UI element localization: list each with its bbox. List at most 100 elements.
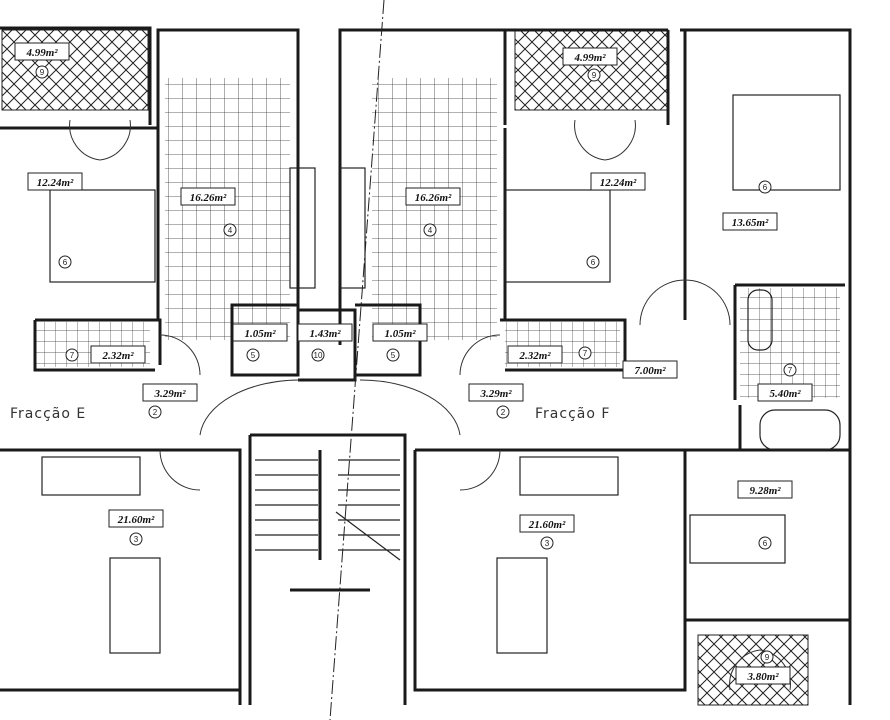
room-number-circle [311,348,325,362]
room-area: 1.05m² [384,328,416,340]
room-area: 3.29m² [153,388,186,400]
walls [0,26,852,705]
room-area: 4.99m² [25,47,58,59]
room-number-circle [129,532,143,546]
room-number-circle [423,223,437,237]
furniture [41,94,841,654]
room-label-box [27,172,83,191]
room-label: 5.40m² 7 [757,363,813,402]
room-number-circle [246,348,260,362]
room-label-box [722,212,778,231]
room-number-circle [65,348,79,362]
room-number-circle [540,536,554,550]
room-number-circle [758,180,772,194]
room-number: 6 [591,258,596,267]
room-area: 16.26m² [415,192,452,204]
kitchen-e-tiles [165,78,290,340]
room-number-circle [386,348,400,362]
room-label-box [737,480,793,499]
room-area: 13.65m² [732,217,769,229]
room-number: 4 [228,226,233,235]
room-label-box [590,172,646,191]
room-label: 2.32m² 7 [65,345,146,364]
room-label: 1.05m² 5 [372,323,428,362]
room-label: 12.24m² 6 [586,172,646,269]
room-area: 1.43m² [309,328,341,340]
room-label-box [90,345,146,364]
room-label-box [468,383,524,402]
room-label-box [507,345,563,364]
room-label-box [757,383,813,402]
room-label: 21.60m² 3 [108,509,164,546]
room-label-box [519,514,575,533]
room-area: 3.80m² [746,671,779,683]
room-number-circle [148,405,162,419]
room-area: 3.29m² [479,388,512,400]
room-area: 9.28m² [749,485,781,497]
room-number-circle [223,223,237,237]
room-number: 2 [153,408,158,417]
room-label-box [735,666,791,685]
room-label-box [562,47,618,66]
room-number-circle [58,255,72,269]
axis-line [329,0,385,720]
room-label: 16.26m² 4 [405,187,461,237]
room-number-circle [587,68,601,82]
room-label-box [405,187,461,206]
room-label: 21.60m² 3 [519,514,575,550]
room-label: 3.29m² 2 [468,383,524,419]
room-area: 2.32m² [518,350,551,362]
room-number: 5 [391,351,396,360]
staircase [255,459,401,561]
room-area: 21.60m² [117,514,155,526]
room-number: 7 [70,351,75,360]
unit-label-f: Fracção F [535,406,610,422]
room-area: 5.40m² [769,388,801,400]
balcony-e [1,29,149,111]
room-number: 2 [501,408,506,417]
kitchen-f-tiles [372,78,497,340]
room-number: 7 [583,349,588,358]
room-label-box [372,323,428,342]
room-number-circle [496,405,510,419]
room-area: 1.05m² [244,328,276,340]
room-label-box [14,42,70,61]
unit-label-e: Fracção E [10,406,86,422]
room-label-box [108,509,164,528]
room-number: 4 [428,226,433,235]
room-number-circle [586,255,600,269]
room-number: 9 [592,71,597,80]
room-number: 7 [788,366,793,375]
room-label-box [232,323,288,342]
room-area: 16.26m² [190,192,227,204]
room-number-circle [758,536,772,550]
room-label: 7.00m² [622,360,678,379]
room-label: 4.99m² 9 [14,42,70,79]
room-number-circle [783,363,797,377]
room-label-box [622,360,678,379]
room-label-box [180,187,236,206]
room-label: 4.99m² 9 [562,47,618,82]
room-area: 2.32m² [101,350,134,362]
room-number: 3 [134,535,139,544]
room-label: 2.32m² 7 [507,345,592,364]
room-area: 21.60m² [528,519,566,531]
room-number-circle [578,346,592,360]
room-area: 7.00m² [634,365,666,377]
room-number: 9 [40,68,45,77]
room-label: 3.80m² 9 [735,650,791,685]
room-label-box [142,383,198,402]
room-area: 12.24m² [600,177,637,189]
room-label-box [297,323,353,342]
room-label: 3.29m² 2 [142,383,198,419]
room-label: 16.26m² 4 [180,187,237,237]
room-number: 3 [545,539,550,548]
bath-f-master-tiles [740,288,840,398]
room-number: 9 [765,653,770,662]
room-area: 4.99m² [573,52,606,64]
